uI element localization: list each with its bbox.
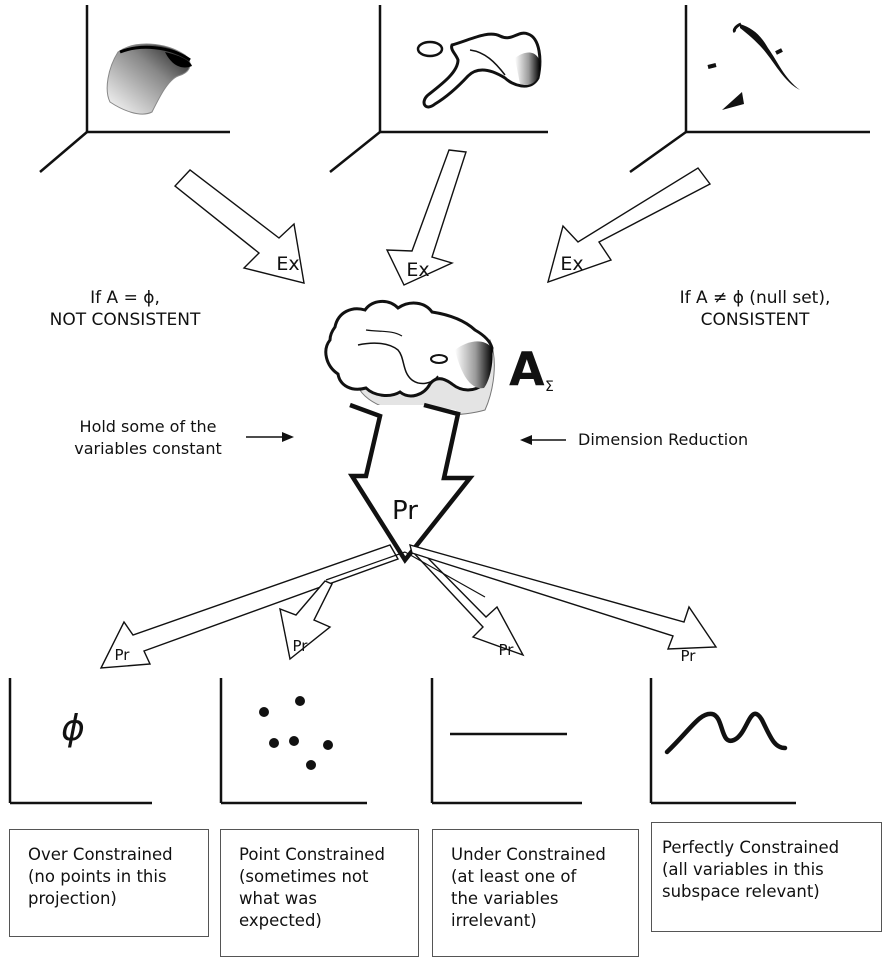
pr-label-4: Pr: [681, 647, 697, 665]
caption-line: Point Constrained: [239, 845, 385, 864]
caption-over-constrained: Over Constrained (no points in this proj…: [9, 829, 209, 937]
ex-label-left: Ex: [276, 253, 299, 275]
caption-perfectly-constrained: Perfectly Constrained (all variables in …: [651, 822, 882, 932]
axes-3d-left: [39, 5, 230, 173]
a-sigma-surface: [324, 300, 495, 416]
pr-label-2: Pr: [293, 637, 309, 655]
not-consistent-note: If A = ϕ, NOT CONSISTENT: [10, 287, 240, 331]
wavy-curve: [664, 711, 788, 755]
dimension-reduction-note: Dimension Reduction: [578, 429, 798, 451]
axes-2d-under: [430, 678, 582, 805]
axes-2d-point: [219, 678, 367, 805]
caption-line: (sometimes not: [239, 867, 369, 886]
caption-line: the variables: [451, 889, 559, 908]
ex-arrow-middle: [385, 149, 467, 286]
axes-3d-right: [629, 5, 870, 174]
caption-line: projection): [28, 889, 117, 908]
ex-label-right: Ex: [560, 253, 583, 275]
caption-line: Perfectly Constrained: [662, 838, 840, 857]
consistent-note: If A ≠ ϕ (null set), CONSISTENT: [630, 287, 880, 331]
caption-line: expected): [239, 911, 322, 930]
caption-line: subspace relevant): [662, 882, 820, 901]
axes-2d-over: [8, 678, 152, 805]
surface-shape-right: [707, 22, 800, 110]
caption-line: what was: [239, 889, 317, 908]
pr-arrow-1: [99, 544, 400, 669]
hold-constant-arrow: [246, 432, 294, 442]
caption-line: irrelevant): [451, 911, 537, 930]
consistent-line2: CONSISTENT: [700, 310, 810, 330]
hold-constant-line1: Hold some of the: [79, 417, 217, 436]
caption-line: Over Constrained: [28, 845, 173, 864]
pr-arrow-3: [410, 549, 525, 657]
axes-2d-perfect: [649, 678, 796, 805]
caption-under-constrained: Under Constrained (at least one of the v…: [432, 829, 639, 957]
not-consistent-line2: NOT CONSISTENT: [49, 310, 201, 330]
a-sigma-subscript: Σ: [545, 379, 554, 395]
pr-arrow-2: [279, 580, 333, 661]
not-consistent-line1: If A = ϕ,: [90, 288, 160, 308]
caption-line: (all variables in this: [662, 860, 824, 879]
axes-3d-middle: [329, 5, 548, 173]
pr-guide-lines: [325, 551, 486, 598]
pr-main-label: Pr: [392, 496, 418, 526]
pr-main-arrow: [347, 402, 475, 564]
pr-label-3: Pr: [499, 641, 515, 659]
ex-arrow-right: [546, 167, 712, 284]
pr-label-1: Pr: [115, 646, 131, 664]
caption-point-constrained: Point Constrained (sometimes not what wa…: [220, 829, 419, 957]
scatter-points: [259, 696, 333, 770]
a-sigma-label: A: [509, 342, 545, 396]
ex-arrow-left: [173, 169, 305, 284]
dimension-reduction-arrow: [520, 435, 566, 445]
surface-shape-left: [106, 43, 192, 115]
hold-constant-line2: variables constant: [74, 439, 222, 458]
hold-constant-note: Hold some of the variables constant: [48, 416, 248, 460]
caption-line: Under Constrained: [451, 845, 606, 864]
ex-label-middle: Ex: [406, 259, 429, 281]
caption-line: (at least one of: [451, 867, 577, 886]
empty-set-symbol: ϕ: [61, 708, 85, 749]
dimension-reduction-label: Dimension Reduction: [578, 430, 749, 449]
surface-shape-middle: [416, 31, 542, 109]
pr-arrow-4: [409, 543, 718, 650]
caption-line: (no points in this: [28, 867, 167, 886]
consistent-line1: If A ≠ ϕ (null set),: [679, 288, 831, 308]
